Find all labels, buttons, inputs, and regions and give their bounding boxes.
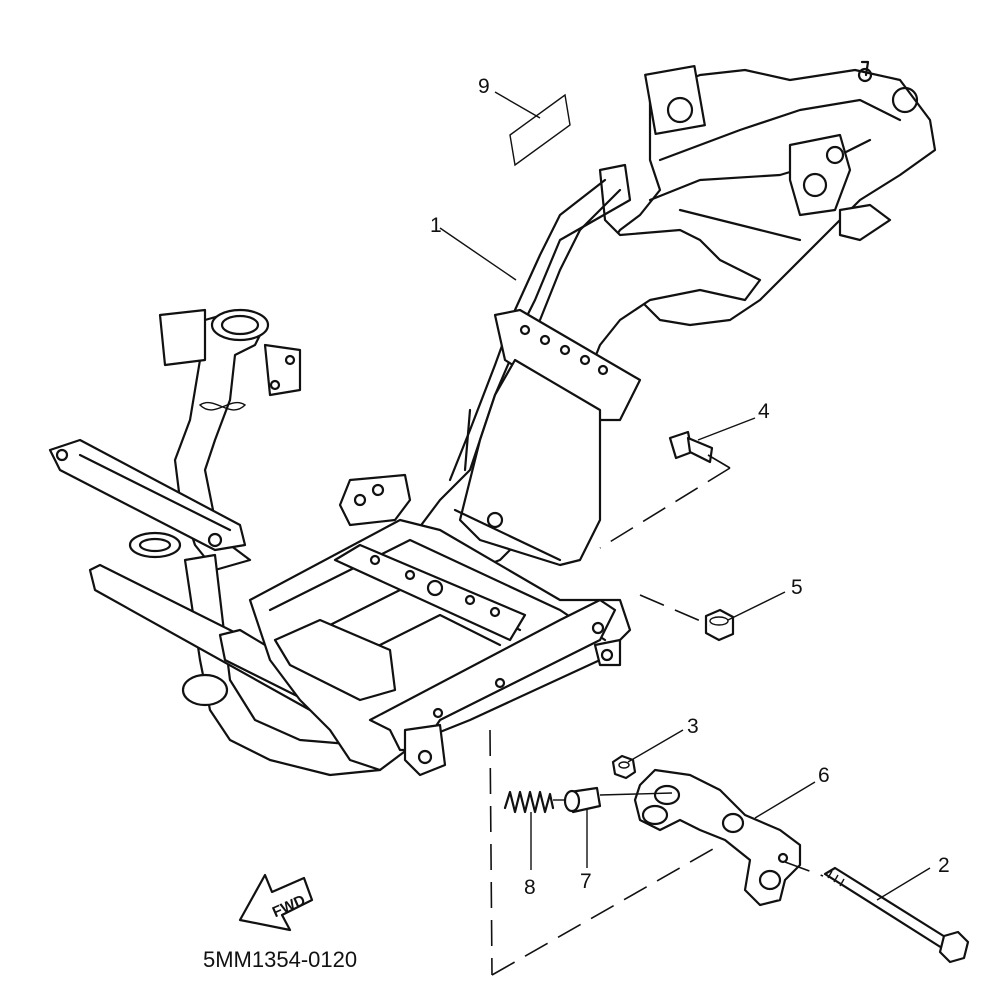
callout-5: 5 [791, 576, 803, 599]
callout-8: 8 [524, 876, 536, 899]
spring-part-8 [503, 790, 565, 814]
callout-4: 4 [758, 400, 770, 423]
bolt-part-2 [823, 866, 970, 964]
bracket-part-6 [633, 768, 802, 907]
leader-lines [439, 91, 931, 901]
collar-part-7 [563, 786, 602, 814]
fwd-direction-arrow: FWD [238, 873, 314, 932]
callout-6: 6 [818, 764, 830, 787]
callout-1: 1 [430, 214, 442, 237]
callout-3: 3 [687, 715, 699, 738]
callout-7: 7 [580, 870, 592, 893]
callout-9: 9 [478, 75, 490, 98]
callout-2: 2 [938, 854, 950, 877]
label-sticker-part [509, 93, 571, 167]
assembly-dashed-lines [489, 454, 824, 976]
frame-assembly [48, 60, 937, 777]
bolt-part-4 [668, 430, 714, 464]
diagram-code: 5MM1354-0120 [203, 947, 357, 972]
nut-part-5 [704, 608, 735, 642]
